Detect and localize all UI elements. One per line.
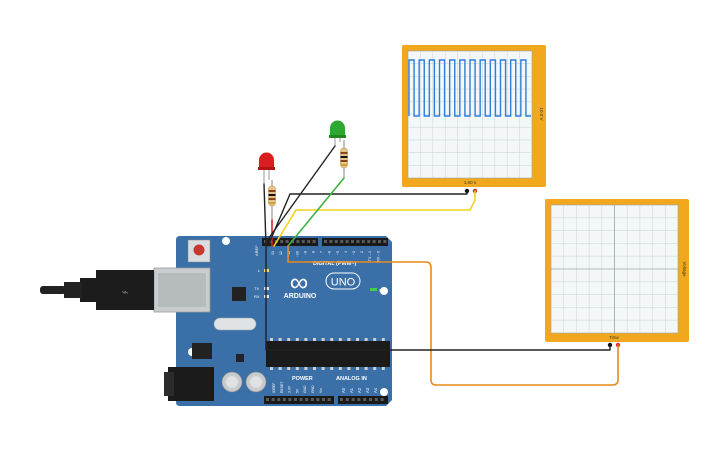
wire-yellow-scope1[interactable] (273, 190, 476, 247)
arduino-uno-board[interactable]: AREF 13 12 ~11 ~10 ~9 8 7 ~6 ~5 4 ~3 2 TX→1 RX←0 DIGI… (153, 236, 392, 406)
digital-pin-header[interactable] (262, 238, 388, 246)
resistor-green-led[interactable] (340, 140, 348, 178)
power-jack (164, 367, 214, 401)
oscilloscope-1-voltage-label: 10.0 V (539, 107, 544, 120)
digital-pin-label: 12 (279, 251, 283, 255)
oscilloscope-1[interactable]: 10.0 V 1.00 s (402, 45, 546, 194)
analog-pin-label: A4 (373, 387, 378, 393)
power-pin-label: RESET (280, 382, 284, 393)
digital-pin-label: 2 (360, 251, 364, 253)
on-label: ON (379, 288, 386, 293)
digital-pin-label: 4 (344, 251, 348, 253)
on-led (370, 288, 377, 291)
analog-pin-label: A3 (365, 387, 370, 393)
power-header-label: POWER (292, 376, 313, 382)
crystal-oscillator (213, 317, 257, 331)
digital-pin-label: 8 (312, 251, 316, 253)
mounting-hole (222, 237, 230, 245)
wire-black-led-gnd[interactable] (263, 183, 267, 247)
power-pin-label: IOREF (272, 383, 276, 393)
power-pin-label: GND (311, 385, 315, 393)
mounting-hole (380, 388, 388, 396)
digital-pin-label: ~6 (328, 251, 332, 255)
arduino-logo: ∞ ARDUINO UNO (284, 267, 361, 300)
analog-pin-label: A0 (341, 387, 346, 393)
usb-connector (153, 267, 211, 313)
square-waveform (408, 59, 531, 117)
analog-pin-label: A5 (381, 387, 386, 393)
digital-pin-label: RX←0 (376, 251, 380, 262)
power-pin-label: GND (303, 385, 307, 393)
wire-green-pin[interactable] (287, 177, 345, 247)
reset-button[interactable] (187, 239, 211, 263)
red-led[interactable] (258, 152, 275, 185)
digital-pin-label: ~11 (287, 251, 291, 257)
infinity-logo-icon: ∞ (290, 267, 309, 297)
aref-label: AREF (254, 245, 259, 256)
wire-black-scope1[interactable] (267, 190, 468, 247)
oscilloscope-1-time-label: 1.00 s (464, 180, 477, 185)
digital-pin-label: 13 (271, 251, 275, 255)
analog-pin-label: A2 (357, 387, 362, 393)
usb-cable[interactable]: ⌁ (40, 270, 154, 310)
digital-pin-label: ~10 (295, 251, 299, 257)
digital-pwm-label: DIGITAL (PWM~) (313, 261, 357, 267)
resistor-red-led[interactable] (268, 180, 276, 220)
wire-orange-scope2[interactable] (287, 245, 619, 386)
mounting-hole (380, 287, 388, 295)
rx-label: RX (254, 294, 260, 299)
power-pin-label: Vin (319, 388, 323, 393)
tx-label: TX (254, 286, 259, 291)
green-led[interactable] (329, 120, 346, 146)
power-pin-label: 5V (295, 388, 299, 393)
smd-chip (236, 354, 244, 362)
digital-pin-label: TX→1 (368, 251, 372, 261)
digital-pin-label: ~3 (352, 251, 356, 255)
digital-pin-label: ~9 (303, 251, 307, 255)
oscilloscope-2-voltage-label: Voltage (682, 261, 687, 277)
power-pin-header[interactable] (264, 396, 334, 404)
power-pin-label: 3.3V (288, 385, 292, 393)
analog-header-label: ANALOG IN (336, 376, 367, 382)
digital-pin-label: ~5 (336, 251, 340, 255)
l-led-label: L (258, 268, 261, 273)
atmega-chip (266, 338, 390, 370)
analog-pin-label: A1 (349, 387, 354, 393)
oscilloscope-2[interactable]: Voltage Time (545, 199, 689, 348)
arduino-brand-text: ARDUINO (284, 293, 317, 300)
wire-black-scope2[interactable] (265, 245, 611, 351)
uno-model-text: UNO (331, 277, 356, 289)
capacitor (245, 371, 267, 393)
analog-pin-header[interactable] (338, 396, 388, 404)
oscilloscope-2-time-label: Time (609, 335, 619, 340)
digital-pin-label: 7 (320, 251, 324, 253)
usb-chip (232, 287, 246, 301)
usb-icon: ⌁ (121, 285, 128, 299)
digital-pin-labels: 13 12 ~11 ~10 ~9 8 7 ~6 ~5 4 ~3 2 TX→1 RX←0 (271, 251, 380, 262)
regulator (192, 343, 212, 359)
capacitor (221, 371, 243, 393)
